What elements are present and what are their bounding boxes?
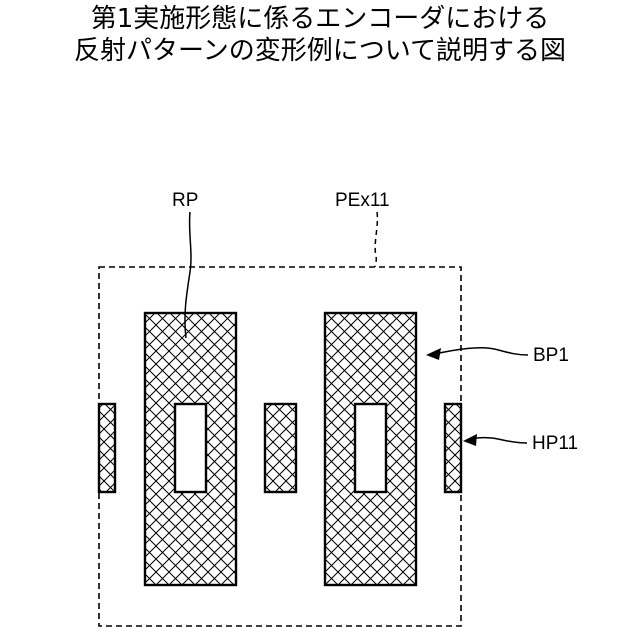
label-hp11: HP11: [532, 433, 578, 454]
half-pattern-right: [445, 404, 461, 492]
bar-pattern-left-window: [175, 404, 206, 492]
label-pex11: PEx11: [335, 190, 390, 211]
label-bp1: BP1: [533, 345, 569, 366]
small-pattern-center: [265, 404, 296, 492]
label-rp: RP: [172, 190, 198, 211]
leader-line-hp11: [470, 438, 527, 443]
arrowhead-bp1: [426, 348, 441, 360]
arrowhead-hp11: [463, 434, 477, 446]
leader-line-bp1: [434, 348, 528, 355]
leader-line-pex11: [375, 212, 377, 267]
bar-pattern-right-window: [355, 404, 386, 492]
half-pattern-left: [99, 404, 115, 492]
